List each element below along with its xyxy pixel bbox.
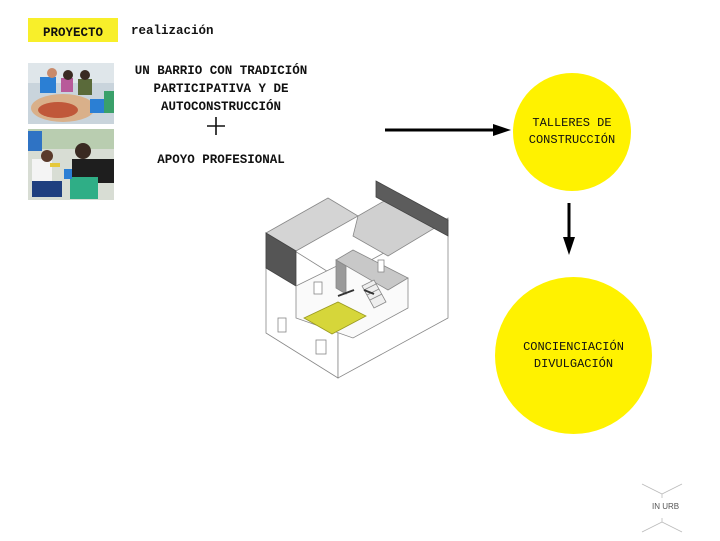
flow-node-concienciacion: CONCIENCIACIÓN DIVULGACIÓN	[495, 277, 652, 434]
flow-node-concienciacion-line-2: DIVULGACIÓN	[533, 356, 614, 371]
project-tag-label: PROYECTO	[42, 26, 103, 40]
statement-line-4: APOYO PROFESIONAL	[157, 153, 285, 167]
plus-icon	[204, 114, 228, 138]
flow-node-talleres: TALLERES DE CONSTRUCCIÓN	[513, 73, 631, 191]
arrow-down-icon	[561, 201, 577, 262]
project-tag: PROYECTO	[28, 18, 118, 42]
page-subtitle: realización	[131, 24, 214, 38]
statement-block: UN BARRIO CON TRADICIÓN PARTICIPATIVA Y …	[118, 62, 324, 116]
arrow-right-icon	[383, 122, 513, 143]
statement-line-2: PARTICIPATIVA Y DE	[153, 82, 289, 96]
statement-line-1: UN BARRIO CON TRADICIÓN	[134, 64, 308, 78]
community-workshop-photo-1	[28, 63, 114, 124]
isometric-house-drawing	[258, 178, 453, 388]
inurb-logo-text: IN URB	[652, 502, 680, 511]
flow-node-concienciacion-line-1: CONCIENCIACIÓN	[523, 339, 624, 354]
statement-line-3: AUTOCONSTRUCCIÓN	[160, 100, 282, 114]
flow-node-talleres-line-2: CONSTRUCCIÓN	[528, 133, 616, 147]
community-workshop-photo-2	[28, 129, 114, 200]
inurb-logo	[638, 480, 690, 536]
flow-node-talleres-line-1: TALLERES DE	[532, 116, 612, 130]
